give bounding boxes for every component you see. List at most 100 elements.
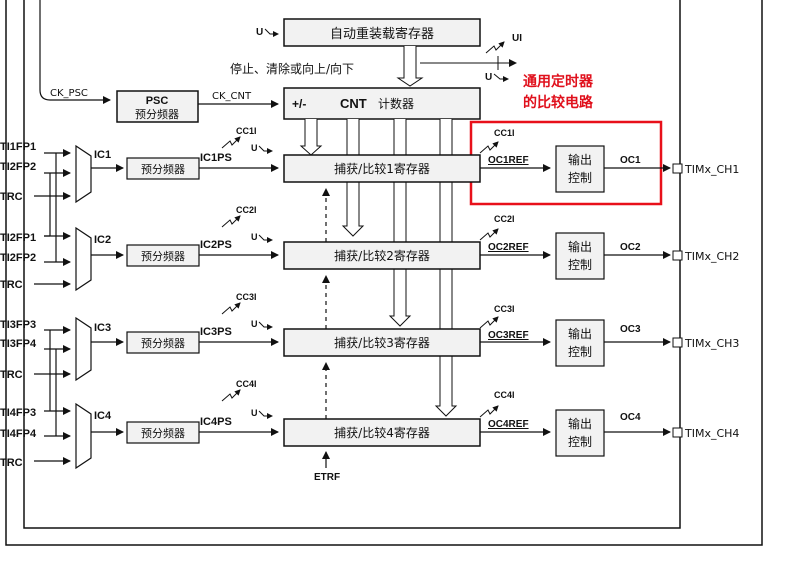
ch1-prescaler-label: 预分频器	[141, 162, 185, 176]
cnt-block	[283, 87, 481, 120]
callout-line-2: 的比较电路	[523, 94, 594, 111]
ch2-pin: TIMx_CH2	[684, 250, 739, 263]
autoreload-u: U	[256, 27, 263, 38]
psc-title: PSC	[146, 95, 169, 107]
ch1-cci: CC1I	[236, 126, 257, 136]
ch3-ic: IC3	[94, 322, 111, 334]
ch3-ccr-label: 捕获/比较3寄存器	[334, 335, 430, 350]
ch1-output-control	[555, 145, 605, 193]
ch2-outctl-1: 输出	[568, 239, 592, 254]
ch3-cci: CC3I	[236, 292, 257, 302]
ch2-outctl-2: 控制	[568, 258, 592, 272]
channel-3: TI3FP3 TI3FP4 TRC IC3 预分频器 IC3PS CC3I U …	[0, 292, 739, 382]
ch3-outctl-1: 输出	[568, 326, 592, 341]
ch1-u: U	[251, 143, 258, 153]
ch1-mux	[75, 144, 92, 204]
callout-line-1: 通用定时器	[523, 73, 594, 90]
input-cross-links	[44, 153, 57, 436]
ch4-ic: IC4	[94, 410, 112, 422]
outer-frame	[5, 0, 763, 546]
ch4-mux	[75, 402, 92, 470]
ch3-pin-square	[672, 337, 683, 348]
ch3-icps: IC3PS	[200, 326, 232, 338]
ch1-outctl-1: 输出	[568, 152, 592, 167]
ch4-trc: TRC	[0, 457, 23, 469]
autoreload-register	[283, 18, 481, 47]
ch4-ccr-label: 捕获/比较4寄存器	[334, 425, 430, 440]
ch1-ccr	[283, 154, 481, 183]
ch3-u: U	[251, 319, 258, 329]
ch1-outctl-2: 控制	[568, 171, 592, 185]
ch3-ocref: OC3REF	[488, 330, 529, 341]
ch4-output-control	[555, 409, 605, 457]
ch3-input-b: TI3FP4	[0, 338, 37, 350]
ch2-mux	[75, 226, 92, 292]
ck-cnt-label: CK_CNT	[212, 91, 252, 102]
ch1-ocref: OC1REF	[488, 155, 529, 166]
u-label-2: U	[485, 72, 492, 83]
ch1-input-b: TI2FP2	[0, 161, 36, 173]
ch2-icps: IC2PS	[200, 239, 232, 251]
ch2-u: U	[251, 232, 258, 242]
ch2-cci: CC2I	[236, 205, 257, 215]
psc-block	[116, 90, 199, 123]
ch1-pin-square	[672, 163, 683, 174]
ch2-ccr-label: 捕获/比较2寄存器	[334, 248, 430, 263]
channel-2: TI2FP1 TI2FP2 TRC IC2 预分频器 IC2PS CC2I U …	[0, 205, 739, 292]
ch3-oc-cci: CC3I	[494, 304, 515, 314]
ch3-oc: OC3	[620, 324, 641, 335]
ch2-ocref: OC2REF	[488, 242, 529, 253]
ch4-oc-cci: CC4I	[494, 390, 515, 400]
ch4-oc: OC4	[620, 412, 641, 423]
ch3-ccr	[283, 328, 481, 357]
ch4-cci: CC4I	[236, 379, 257, 389]
cnt-name: CNT	[340, 96, 367, 111]
ch1-oc: OC1	[620, 155, 641, 166]
ch1-ic: IC1	[94, 149, 111, 161]
autoreload-label: 自动重装载寄存器	[330, 26, 434, 42]
ch2-prescaler-label: 预分频器	[141, 249, 185, 263]
ch1-icps: IC1PS	[200, 152, 232, 164]
cnt-pm: +/-	[292, 97, 306, 111]
ch4-input-a: TI4FP3	[0, 407, 36, 419]
ch3-mux	[75, 316, 92, 382]
ch2-input-a: TI2FP1	[0, 232, 36, 244]
ch2-trc: TRC	[0, 279, 23, 291]
ch2-input-b: TI2FP2	[0, 252, 36, 264]
channel-4: TI4FP3 TI4FP4 TRC IC4 预分频器 IC4PS CC4I U …	[0, 379, 739, 470]
ck-psc-label: CK_PSC	[50, 88, 88, 99]
ch2-output-control	[555, 232, 605, 280]
ch4-ccr	[283, 418, 481, 447]
ch3-outctl-2: 控制	[568, 345, 592, 359]
ch1-trc: TRC	[0, 191, 23, 203]
ch2-oc-cci: CC2I	[494, 214, 515, 224]
ch4-input-b: TI4FP4	[0, 428, 37, 440]
ch4-prescaler-label: 预分频器	[141, 426, 185, 440]
ch1-pin: TIMx_CH1	[684, 163, 739, 176]
cnt-sub: 计数器	[378, 96, 414, 111]
ch4-outctl-2: 控制	[568, 435, 592, 449]
ch2-pin-square	[672, 250, 683, 261]
psc-sub: 预分频器	[135, 107, 179, 121]
ch3-prescaler-label: 预分频器	[141, 336, 185, 350]
ch1-ccr-label: 捕获/比较1寄存器	[334, 161, 430, 176]
ch4-u: U	[251, 408, 258, 418]
ch4-icps: IC4PS	[200, 416, 232, 428]
ch3-pin: TIMx_CH3	[684, 337, 739, 350]
ch3-input-a: TI3FP3	[0, 319, 36, 331]
etrf-label: ETRF	[314, 472, 340, 483]
ch4-pin: TIMx_CH4	[684, 427, 739, 440]
stop-clear-label: 停止、清除或向上/向下	[230, 61, 354, 76]
ch4-ocref: OC4REF	[488, 419, 529, 430]
ui-label: UI	[512, 33, 522, 44]
ch4-outctl-1: 输出	[568, 416, 592, 431]
ch1-input-a: TI1FP1	[0, 141, 36, 153]
channel-1: TI1FP1 TI2FP2 TRC IC1 预分频器 IC1PS CC1I U …	[0, 126, 739, 204]
ch2-oc: OC2	[620, 242, 641, 253]
ch3-trc: TRC	[0, 369, 23, 381]
ch2-ic: IC2	[94, 234, 111, 246]
ch3-output-control	[555, 319, 605, 367]
inner-frame	[23, 0, 681, 529]
ch1-oc-cci: CC1I	[494, 128, 515, 138]
